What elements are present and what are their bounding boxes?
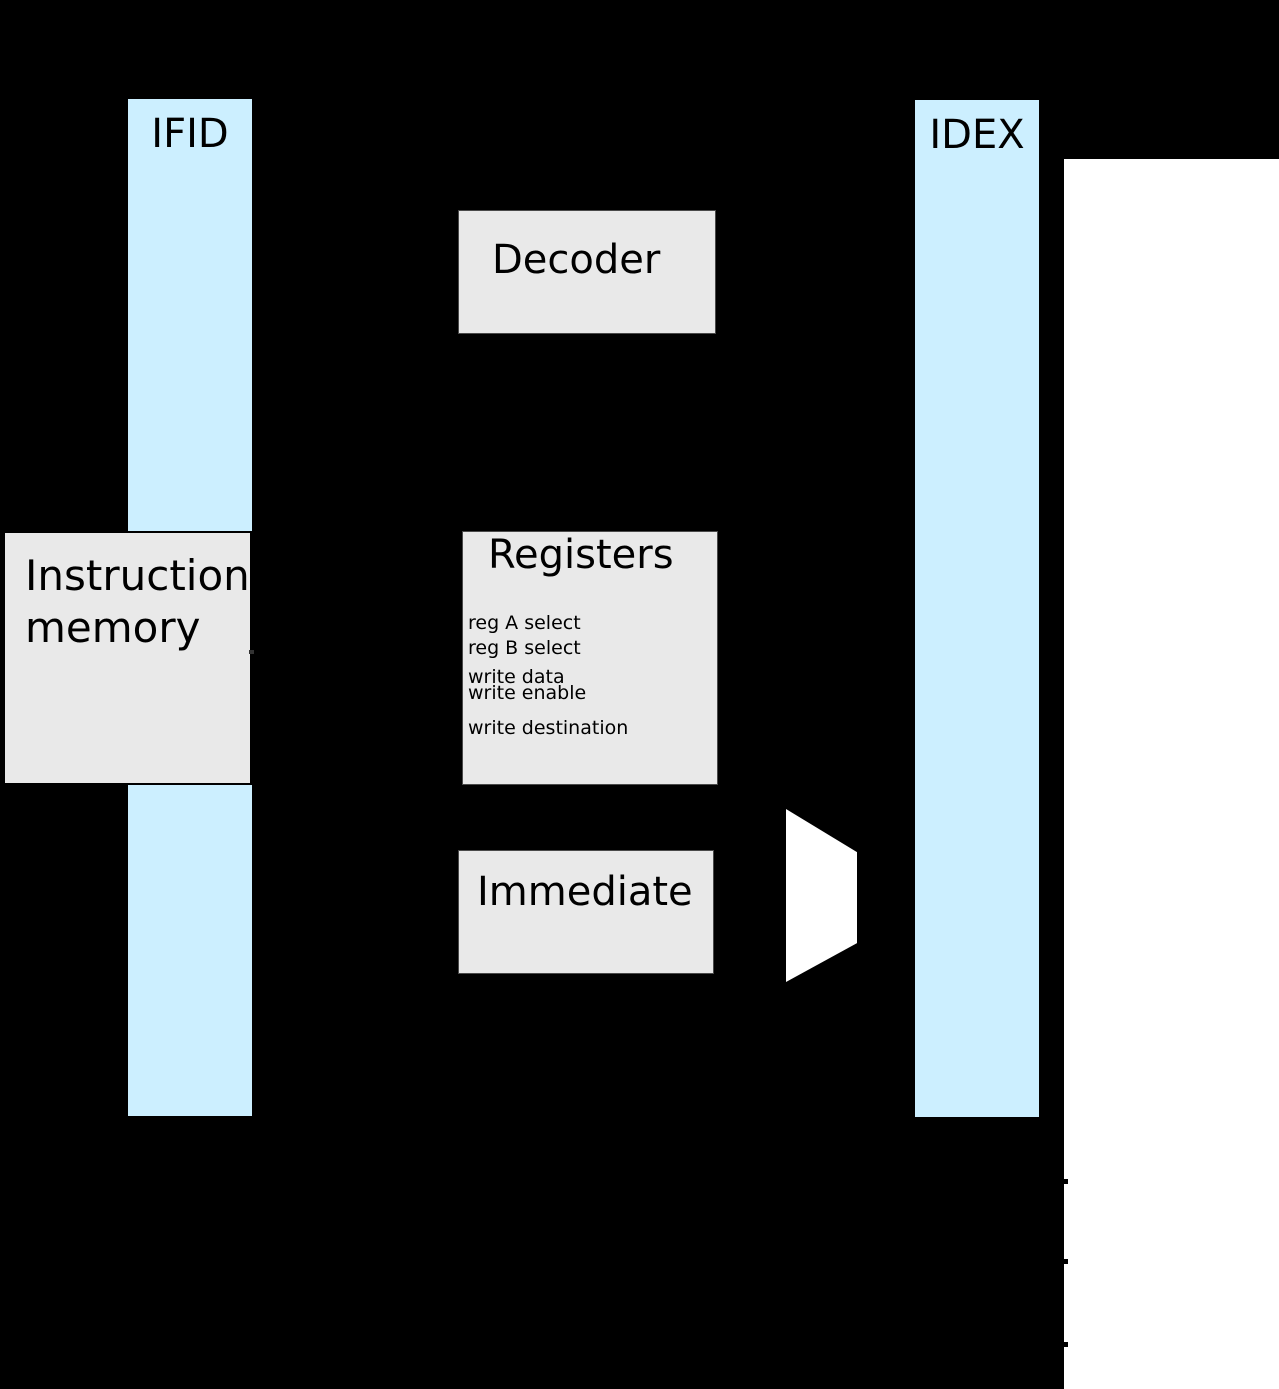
immediate-block: Immediate [458,850,714,974]
instruction-memory-block: Instruction memory [3,531,252,785]
registers-port-write-destination: write destination [468,717,629,739]
registers-port-write-enable: write enable [468,682,587,704]
wire-stub-reg-a [1063,1179,1068,1184]
registers-block: Registers reg A select reg B select writ… [462,531,718,785]
registers-port-write-data: write data [468,666,565,688]
idex-label: IDEX [929,112,1025,158]
instruction-memory-label-line2: memory [25,603,201,652]
wire-stub-reg-b [1063,1259,1068,1264]
registers-label: Registers [488,532,674,578]
ifid-label: IFID [151,111,229,157]
instruction-memory-output-wire-stub [249,650,254,654]
decoder-label: Decoder [492,237,661,283]
wire-stub-immediate [1063,1342,1068,1347]
registers-port-reg-a-select: reg A select [468,612,581,634]
mux-shape [786,809,857,982]
decoder-block: Decoder [458,210,716,334]
immediate-label: Immediate [477,869,693,915]
instruction-memory-label-line1: Instruction [25,551,250,600]
pipeline-register-idex: IDEX [915,100,1039,1117]
next-stage-background [1064,159,1279,1389]
registers-port-reg-b-select: reg B select [468,637,581,659]
instruction-memory-label: Instruction memory [25,550,250,654]
